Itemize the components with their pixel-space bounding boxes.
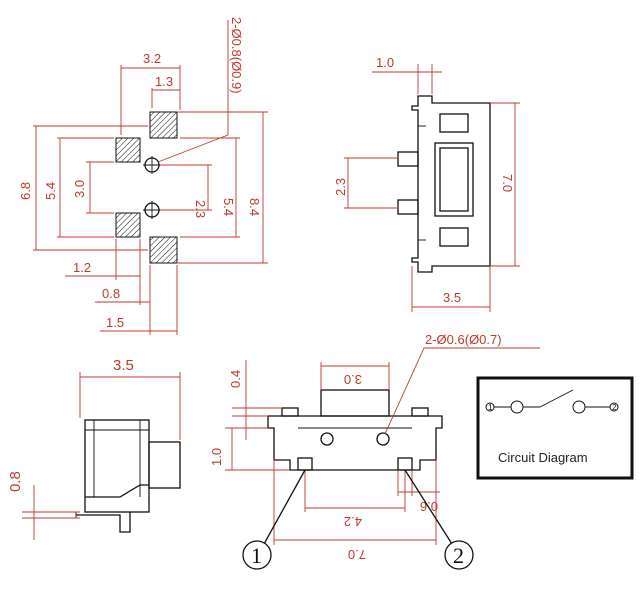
top-view: 3.2 1.3 2-Ø0.8(Ø0.9) 6.8 5.4 3.0 2.3 5.4 (18, 17, 268, 335)
side-view-right: 1.0 2.3 7.0 3.5 (333, 55, 520, 312)
dim-5-4-left: 5.4 (43, 182, 58, 200)
side-view-left: 3.5 0.8 (7, 357, 181, 540)
front-hole-left (320, 432, 334, 446)
dim-1-2: 1.2 (73, 260, 91, 275)
side-actuator (148, 441, 181, 489)
dim-0-4-front: 0.4 (228, 370, 243, 388)
circuit-pin1: 1 (488, 403, 493, 412)
dim-5-4-right: 5.4 (221, 198, 236, 216)
contact-b-icon (572, 400, 586, 414)
dim-3-5-side: 3.5 (443, 290, 461, 305)
circuit-diagram-box: 1 2 Circuit Diagram (476, 376, 634, 480)
dim-holes-front: 2-Ø0.6(Ø0.7) (425, 332, 502, 347)
dim-7-0-front: 7.0 (348, 547, 366, 562)
dim-1-3: 1.3 (155, 74, 173, 89)
front-tab-right (411, 407, 429, 417)
switch-body-side (411, 95, 491, 273)
dim-2-3-side: 2.3 (333, 178, 348, 196)
circuit-pin2: 2 (612, 403, 617, 412)
dim-7-0-side: 7.0 (500, 174, 515, 192)
actuator-inner (439, 147, 469, 212)
side-lead (76, 512, 131, 533)
terminal-1-icon (485, 402, 495, 412)
pin1-label: 1 (251, 543, 262, 568)
dim-6-8: 6.8 (18, 182, 33, 200)
dim-4-2-front: 4.2 (344, 514, 362, 529)
dim-3-0-front: 3.0 (344, 372, 362, 387)
actuator-window (434, 142, 474, 217)
dim-3-2: 3.2 (143, 51, 161, 66)
dim-2-3-top: 2.3 (193, 200, 208, 218)
dim-holes-top: 2-Ø0.8(Ø0.9) (229, 17, 244, 94)
front-tab-left (281, 407, 299, 417)
front-body (267, 415, 443, 471)
front-hole-right (376, 432, 390, 446)
circuit-diagram-title: Circuit Diagram (498, 450, 588, 465)
lead-bottom (397, 199, 419, 215)
dim-3-5-left: 3.5 (113, 357, 134, 374)
terminal-2-icon (609, 402, 619, 412)
dim-0-8-left: 0.8 (7, 471, 24, 492)
slot-bottom (439, 227, 469, 247)
pin2-marker (444, 540, 474, 570)
front-pin-right (397, 457, 413, 471)
dim-0-8: 0.8 (102, 286, 120, 301)
dim-1-0-side: 1.0 (376, 55, 394, 70)
front-view: 2-Ø0.6(Ø0.7) 3.0 0.4 1.0 4.2 0.6 7.0 (209, 332, 540, 570)
pad-bottom-right (149, 236, 178, 264)
front-pin-left (297, 457, 313, 471)
contact-a-icon (510, 400, 524, 414)
dim-1-0-front: 1.0 (209, 448, 224, 466)
lead-top (397, 151, 419, 167)
pad-top-right (149, 111, 178, 139)
pad-bottom-left (115, 212, 141, 238)
dim-1-5: 1.5 (106, 315, 124, 330)
pad-top-left (115, 137, 141, 163)
dim-0-6-front: 0.6 (420, 499, 438, 514)
side-body (84, 419, 150, 513)
dim-3-0: 3.0 (72, 180, 87, 198)
front-actuator (320, 389, 390, 417)
pin2-label: 2 (453, 543, 464, 568)
pin1-marker (242, 540, 272, 570)
dim-8-4: 8.4 (247, 198, 262, 216)
slot-top (439, 113, 469, 133)
